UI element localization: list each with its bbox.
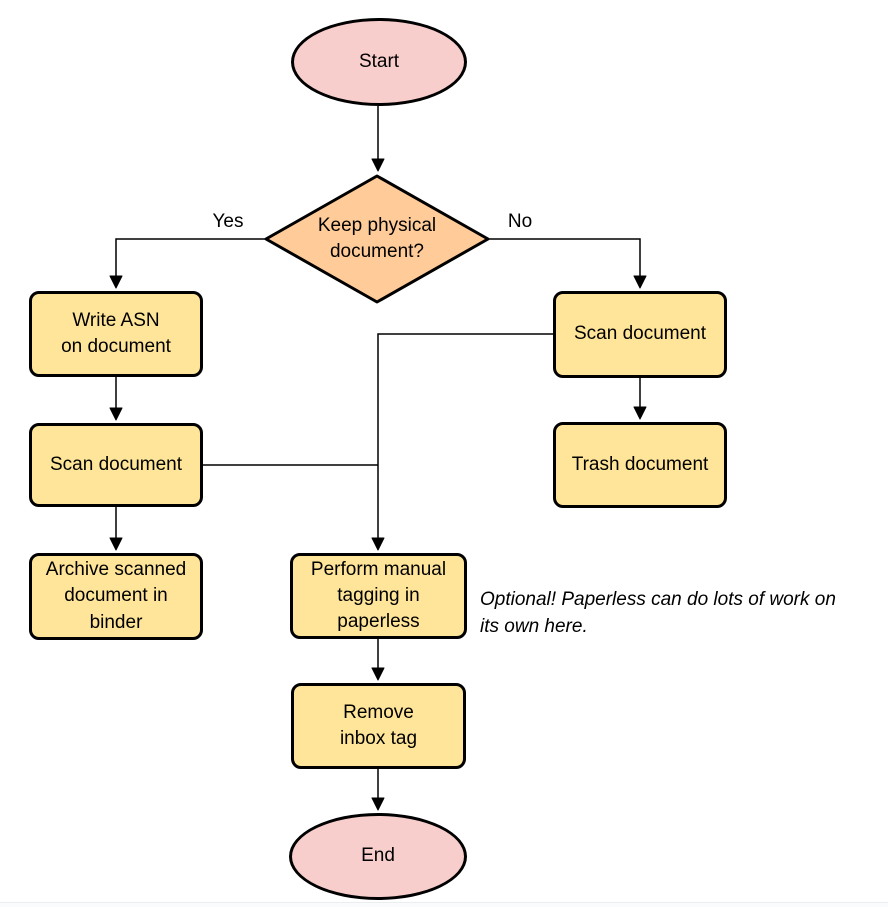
edge-scan-right-to-tagging — [371, 333, 553, 551]
write-asn-node: Write ASN on document — [29, 291, 203, 377]
note-text: Optional! Paperless can do lots of work … — [480, 589, 836, 637]
manual-tagging-node: Perform manual tagging in paperless — [290, 553, 467, 639]
window-bottom-edge — [0, 902, 888, 907]
archive-node: Archive scanned document in binder — [29, 553, 203, 640]
edge-label-no: No — [507, 211, 533, 232]
edge-decision-no-to-scan-right — [488, 238, 647, 289]
scan-document-left-node: Scan document — [29, 423, 203, 507]
scan-document-right-node: Scan document — [553, 291, 727, 378]
start-node: Start — [291, 18, 467, 106]
remove-inbox-tag-node: Remove inbox tag — [291, 683, 466, 769]
edge-label-yes: Yes — [212, 211, 244, 232]
decision-diamond-shape — [264, 174, 490, 304]
end-node: End — [289, 813, 467, 900]
edge-decision-yes-to-write-asn — [109, 238, 266, 289]
trash-document-node: Trash document — [553, 422, 727, 508]
decision-node: Keep physical document? — [317, 214, 437, 262]
